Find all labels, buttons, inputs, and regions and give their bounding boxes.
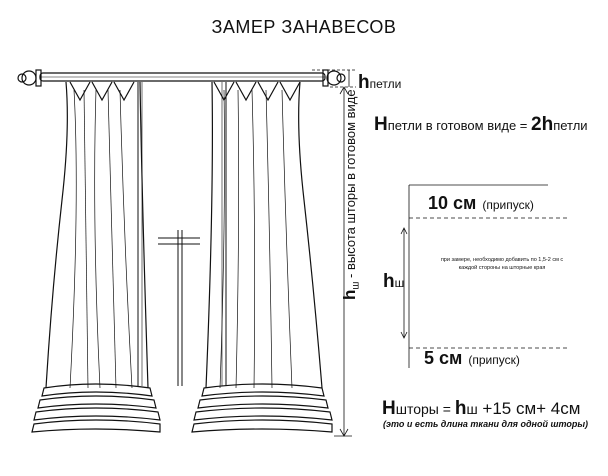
curtain-right [191,81,333,433]
curtain-left [31,81,161,433]
curtain-rod [39,72,326,82]
rod-finial-left [17,69,42,87]
detail-panel [400,184,568,368]
page-title: ЗАМЕР ЗАНАВЕСОВ [211,17,397,37]
loop-height-dimension [312,69,356,88]
fabric-length-formula: Hшторы = hш +15 см+ 4см [382,398,581,419]
ready-loop-formula: Hпетли в готовом виде = 2hпетли [374,114,588,135]
bottom-allowance: 5 см(припуск) [424,348,520,368]
top-allowance: 10 см(припуск) [428,193,534,213]
rod-finial-right [322,69,346,87]
curtain-height-short-label: hш [383,271,405,292]
fabric-length-note: (это и есть длина ткани для одной шторы) [383,419,589,429]
window-frame [137,82,227,386]
curtain-height-label: hш - высота шторы в готовом виде [340,89,362,300]
side-allowance-note: при замере, необходимо добавить по 1,5-2… [440,257,564,271]
curtain-height-dimension [334,86,352,437]
loop-height-label: hпетли [358,72,402,93]
